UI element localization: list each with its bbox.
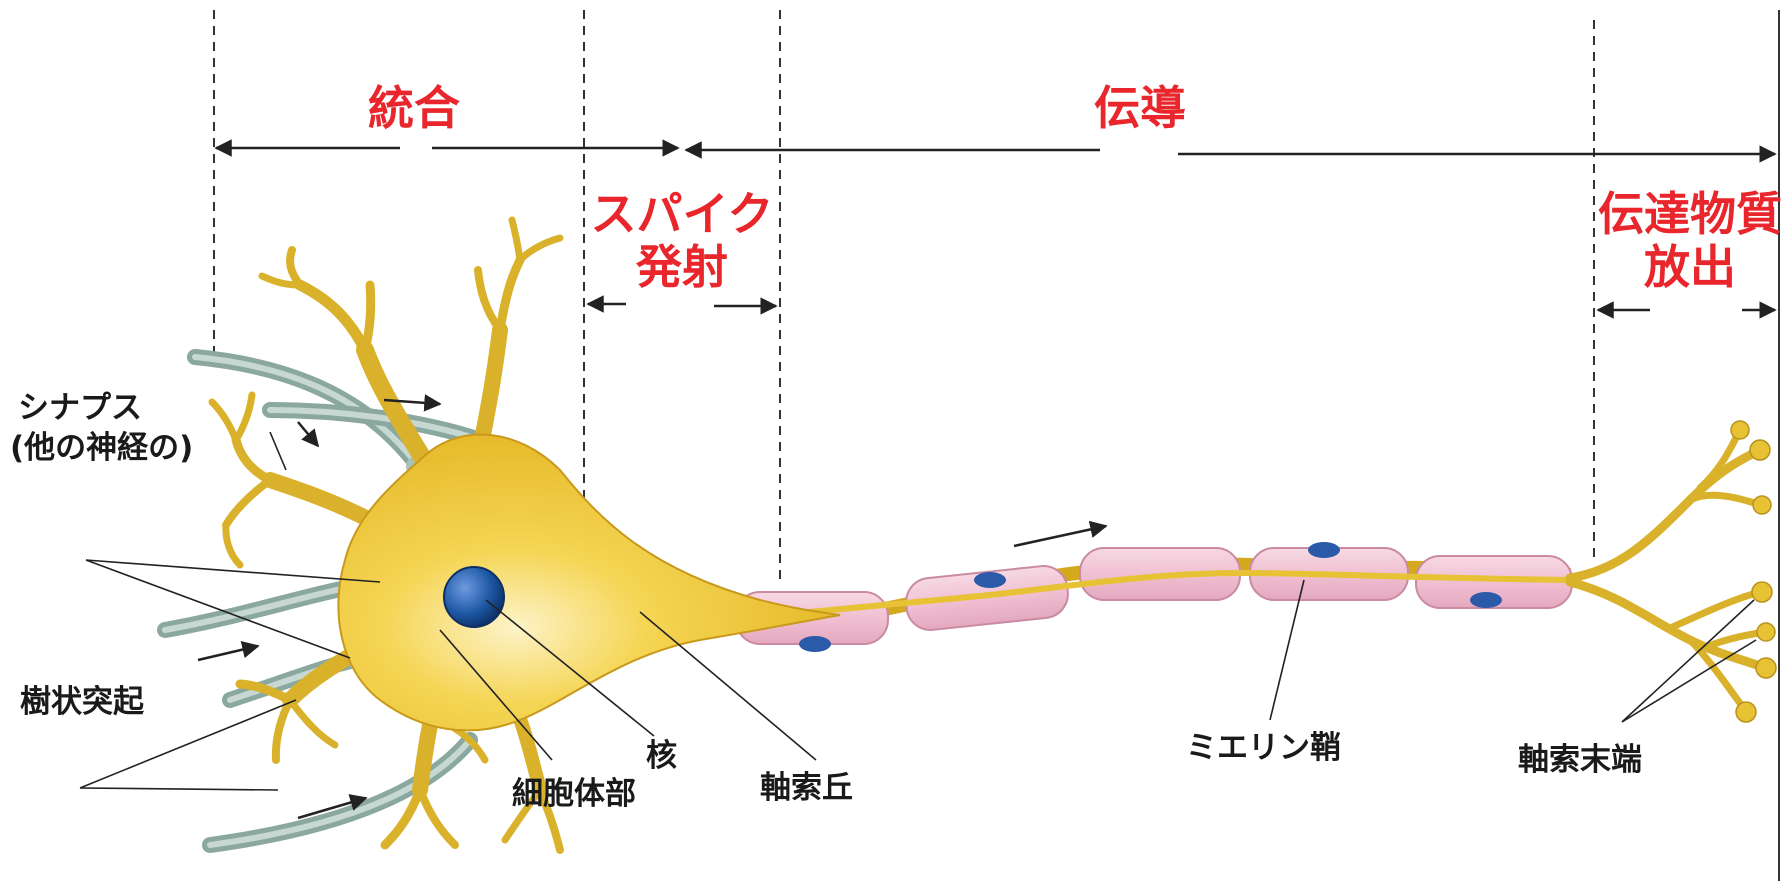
direction-arrow <box>298 422 318 446</box>
terminal-branch <box>1690 495 1760 505</box>
leader-dendrite-2 <box>80 788 278 790</box>
dendrite-branch <box>365 285 371 350</box>
label-synapse-line1: シナプス <box>18 390 142 426</box>
dendrite-branch <box>512 220 520 260</box>
dendrite-branch <box>226 525 240 565</box>
myelin-sheath <box>736 542 1572 652</box>
schwann-nucleus <box>1308 542 1340 558</box>
terminal-bouton <box>1756 658 1776 678</box>
direction-arrow <box>1014 526 1106 546</box>
phase-release-line2: 放出 <box>1644 240 1736 294</box>
terminal-bouton <box>1750 440 1770 460</box>
direction-arrow <box>198 646 258 660</box>
terminal-branch <box>1670 592 1760 628</box>
phase-spike-line2: 発射 <box>636 240 728 294</box>
terminal-bouton <box>1752 582 1772 602</box>
dendrite-branch <box>226 480 270 525</box>
label-axon-terminal: 軸索末端 <box>1518 742 1642 778</box>
dendrite-branch <box>520 238 560 260</box>
phase-titles: 統合 伝導 スパイク 発射 伝達物質 放出 <box>368 81 1782 294</box>
dendrite-branch <box>276 700 290 760</box>
phase-release-line1: 伝達物質 <box>1598 187 1782 241</box>
terminal-branch <box>1570 450 1760 578</box>
phase-conduction: 伝導 <box>1094 81 1186 135</box>
nucleus <box>444 567 504 627</box>
dendrite-branch <box>236 395 252 440</box>
phase-spike-line1: スパイク <box>590 187 773 241</box>
label-dendrite: 樹状突起 <box>20 684 145 720</box>
dendrite-branch <box>420 790 455 845</box>
label-soma: 細胞体部 <box>512 776 636 812</box>
label-nucleus: 核 <box>646 738 677 774</box>
phase-arrows <box>216 148 1775 310</box>
dendrite-branch <box>290 250 300 285</box>
terminal-bouton <box>1731 421 1749 439</box>
label-axon-hillock: 軸索丘 <box>760 770 853 806</box>
dendrite-branch <box>236 440 270 480</box>
phase-integration: 統合 <box>368 81 460 135</box>
schwann-nucleus <box>974 572 1006 588</box>
dendrite-branch <box>290 700 335 745</box>
axon-terminals <box>1570 421 1776 722</box>
schwann-nucleus <box>799 636 831 652</box>
terminal-bouton <box>1757 623 1775 641</box>
terminal-bouton <box>1753 496 1771 514</box>
cell-body <box>338 435 840 731</box>
dendrite-branch <box>500 260 520 330</box>
dendrite-branch <box>480 330 500 450</box>
terminal-branch <box>1570 582 1765 668</box>
leader-synapse-1 <box>86 560 380 582</box>
dendrite-branch <box>270 480 370 520</box>
leader-synapse <box>270 432 286 470</box>
dendrite-branch <box>300 285 365 350</box>
label-myelin: ミエリン鞘 <box>1186 730 1341 766</box>
dendrite-branch <box>212 402 236 440</box>
schwann-nucleus <box>1470 592 1502 608</box>
label-synapse-line2: (他の神経の) <box>10 430 193 466</box>
dendrite-branch <box>478 270 500 330</box>
leader-synapse-2 <box>86 560 350 658</box>
terminal-bouton <box>1736 702 1756 722</box>
